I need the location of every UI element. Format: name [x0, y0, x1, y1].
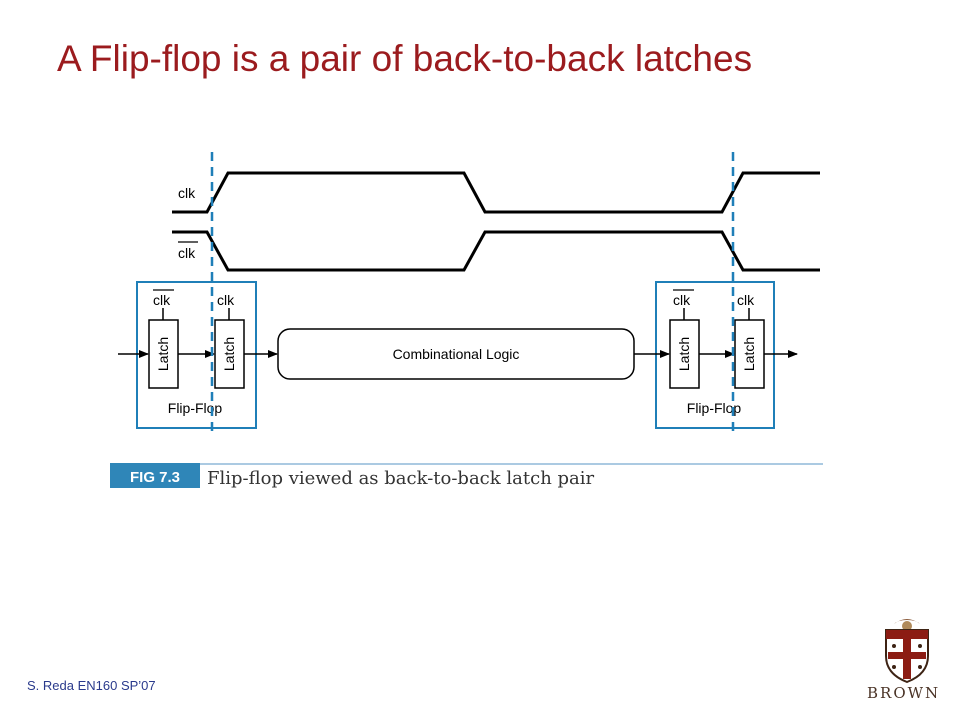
flip-flop-left-box [136, 281, 257, 429]
figure-tag: FIG 7.3 [130, 469, 180, 486]
latch-right-1 [669, 319, 700, 389]
clk-signal-label: clk [178, 185, 196, 201]
latch-left-2 [214, 319, 245, 389]
latch-left-1-clk-bar-label: clk [153, 292, 171, 308]
clk-bar-waveform [172, 230, 820, 272]
latch-left-2-label: Latch [221, 337, 237, 371]
latch-left-2-clk-label: clk [217, 292, 235, 308]
brown-logo-wordmark: BROWN [867, 684, 941, 702]
flip-flop-left-label: Flip-Flop [168, 400, 223, 416]
latch-right-2 [734, 319, 765, 389]
figure-tag-box [110, 463, 200, 488]
latch-right-2-label: Latch [741, 337, 757, 371]
latch-left-1-label: Latch [155, 337, 171, 371]
brown-university-shield-icon [885, 619, 929, 684]
latch-left-1 [148, 319, 179, 389]
combinational-logic-label: Combinational Logic [393, 346, 520, 362]
flip-flop-right-box [655, 281, 775, 429]
slide-title: A Flip-flop is a pair of back-to-back la… [57, 38, 753, 79]
figure-caption: Flip-flop viewed as back-to-back latch p… [207, 468, 595, 489]
latch-right-1-clk-bar-label: clk [673, 292, 691, 308]
clk-waveform [172, 171, 820, 214]
clk-bar-signal-label: clk [178, 245, 196, 261]
footer-credit: S. Reda EN160 SP’07 [27, 678, 156, 693]
latch-right-2-clk-label: clk [737, 292, 755, 308]
latch-right-1-label: Latch [676, 337, 692, 371]
flip-flop-right-label: Flip-Flop [687, 400, 742, 416]
